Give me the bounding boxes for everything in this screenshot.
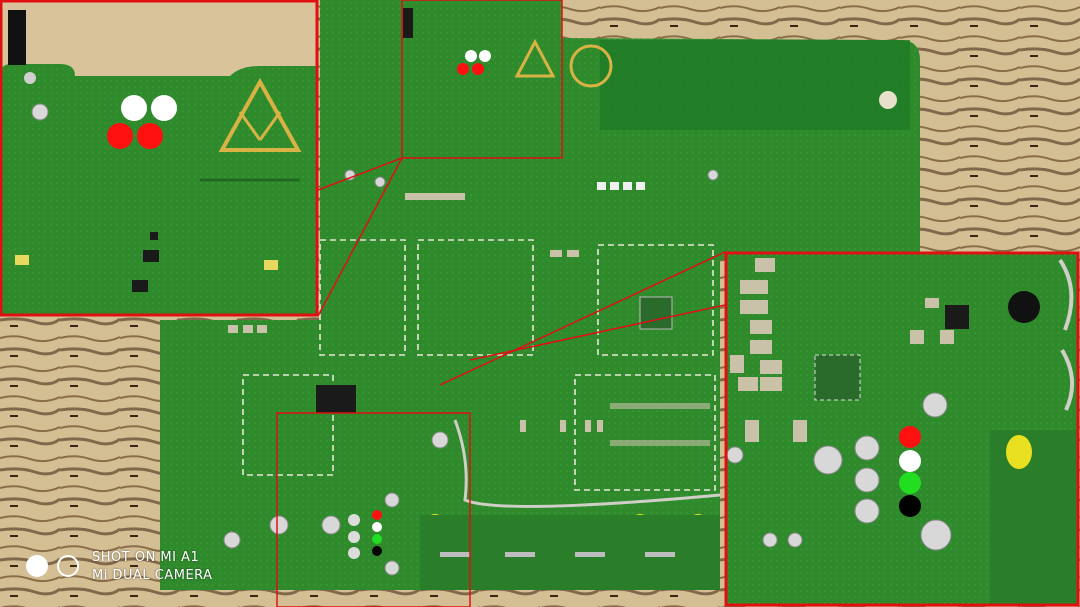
inset-marker-white-2: [151, 95, 177, 121]
esd-warning-triangle-icon: [218, 77, 302, 152]
inset-marker-red: [899, 426, 921, 448]
main-marker-white: [372, 522, 382, 532]
zoom-inset-bottom-right: [724, 251, 1080, 607]
main-pcb: [160, 0, 920, 590]
main-marker-black: [372, 546, 382, 556]
inset-marker-white-1: [121, 95, 147, 121]
esd-warning-triangle-icon-small: [514, 38, 556, 78]
camera-dual-circle-icon: [26, 554, 82, 580]
esd-circle-icon: [569, 44, 613, 88]
top-detail-region: [401, 0, 563, 159]
zoom-connector-lines: [276, 157, 726, 607]
inset-marker-green: [899, 472, 921, 494]
watermark-text: SHOT ON MI A1 Mi DUAL CAMERA: [92, 549, 213, 585]
watermark-line-2: Mi DUAL CAMERA: [92, 568, 213, 583]
zoom-inset-top-left: [0, 0, 319, 317]
inset-marker-red-1: [107, 123, 133, 149]
inset-marker-white: [899, 450, 921, 472]
inset-marker-red-2: [137, 123, 163, 149]
camera-watermark: SHOT ON MI A1 Mi DUAL CAMERA: [26, 545, 213, 589]
watermark-line-1: SHOT ON MI A1: [92, 550, 200, 565]
main-marker-red: [372, 510, 382, 520]
inset-marker-black: [899, 495, 921, 517]
main-marker-green: [372, 534, 382, 544]
